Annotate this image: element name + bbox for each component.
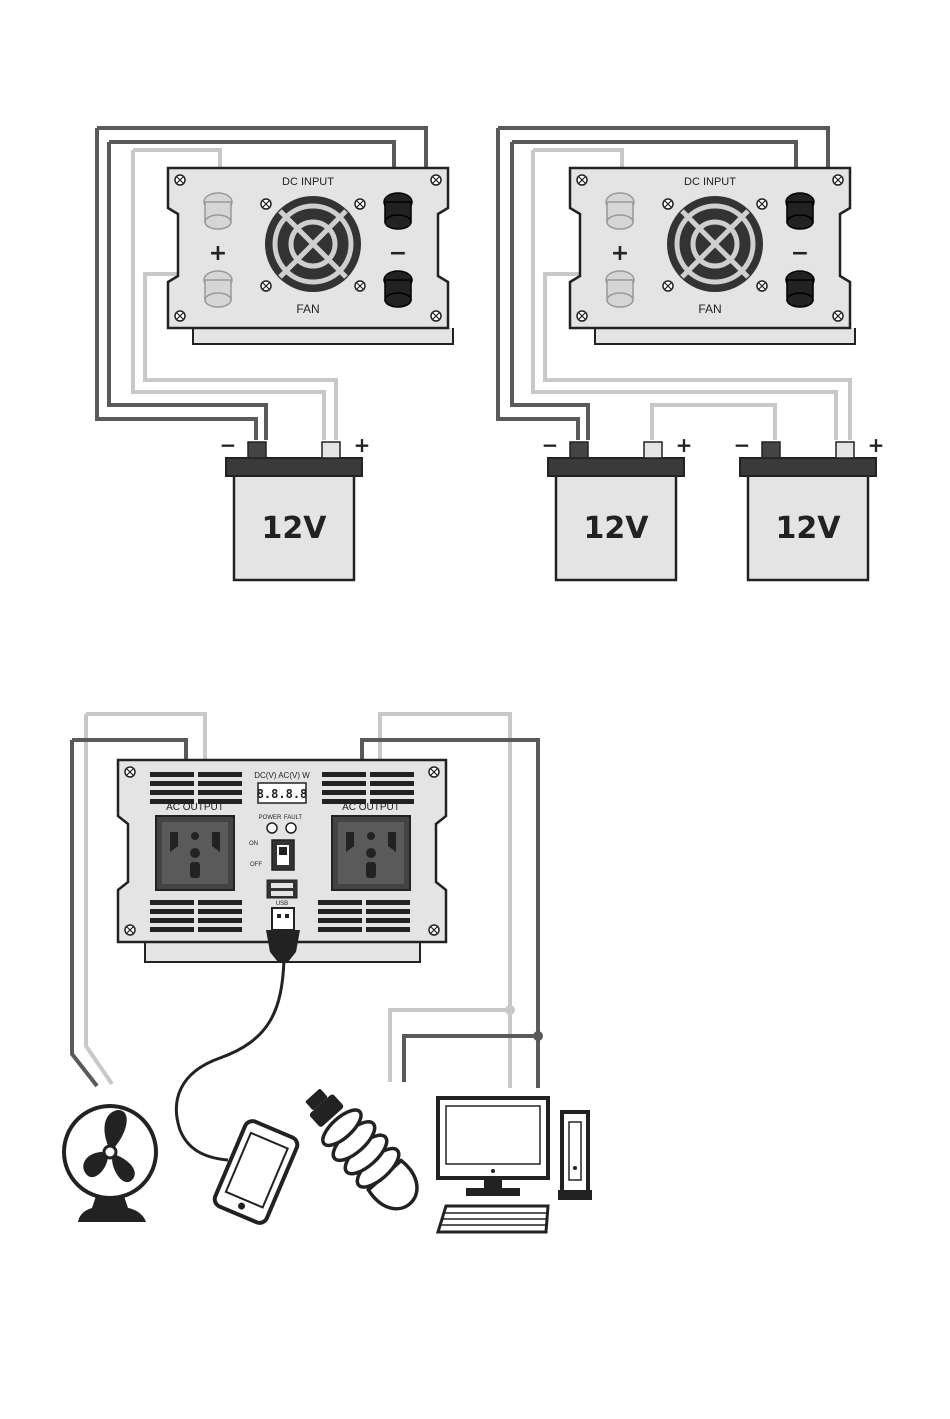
ac-socket-left xyxy=(156,816,234,890)
power-led xyxy=(267,823,277,833)
battery-minus: − xyxy=(220,433,237,457)
inverter-front-panel: AC OUTPUT AC OUTPUT DC(V) AC(V) W 8.8.8.… xyxy=(118,760,446,962)
dc-input-label: DC INPUT xyxy=(684,176,736,188)
fan-label: FAN xyxy=(698,302,721,316)
battery-minus: − xyxy=(734,433,751,457)
battery-voltage: 12V xyxy=(262,511,328,546)
battery-left: 12V − + xyxy=(220,433,371,580)
power-switch[interactable] xyxy=(272,840,294,870)
single-battery-wiring: DC INPUT FAN + − 12V − + xyxy=(97,128,453,580)
battery-right: 12V − + xyxy=(734,433,885,580)
light-bulb-icon xyxy=(293,1078,429,1221)
battery-middle: 12V − + xyxy=(542,433,693,580)
ac-output-label-right: AC OUTPUT xyxy=(342,802,400,813)
plus-sign: + xyxy=(611,241,629,266)
series-battery-wiring: DC INPUT FAN + − 12V − + 12V − + xyxy=(498,128,884,580)
inverter-top-panel-left: DC INPUT FAN + − xyxy=(168,168,453,344)
fault-label: FAULT xyxy=(284,815,303,821)
ac-socket-right xyxy=(332,816,410,890)
battery-plus: + xyxy=(676,433,693,457)
desktop-computer-icon xyxy=(438,1098,592,1232)
usb-label: USB xyxy=(276,901,288,907)
off-label: OFF xyxy=(250,862,262,868)
ac-output-wiring: AC OUTPUT AC OUTPUT DC(V) AC(V) W 8.8.8.… xyxy=(64,714,592,1232)
battery-minus: − xyxy=(542,433,559,457)
fault-led xyxy=(286,823,296,833)
minus-sign: − xyxy=(791,241,809,266)
smartphone-icon xyxy=(212,1119,299,1226)
meter-label: DC(V) AC(V) W xyxy=(254,771,310,780)
fan-icon xyxy=(64,1106,156,1222)
display-value: 8.8.8.8 xyxy=(257,787,308,801)
battery-plus: + xyxy=(354,433,371,457)
fan-label: FAN xyxy=(296,302,319,316)
battery-voltage: 12V xyxy=(776,511,842,546)
power-label: POWER xyxy=(259,815,282,821)
plus-sign: + xyxy=(209,241,227,266)
ac-output-label-left: AC OUTPUT xyxy=(166,802,224,813)
battery-plus: + xyxy=(868,433,885,457)
inverter-top-panel-right: DC INPUT FAN + − xyxy=(570,168,855,344)
dc-input-label: DC INPUT xyxy=(282,176,334,188)
minus-sign: − xyxy=(389,241,407,266)
battery-voltage: 12V xyxy=(584,511,650,546)
on-label: ON xyxy=(249,841,258,847)
